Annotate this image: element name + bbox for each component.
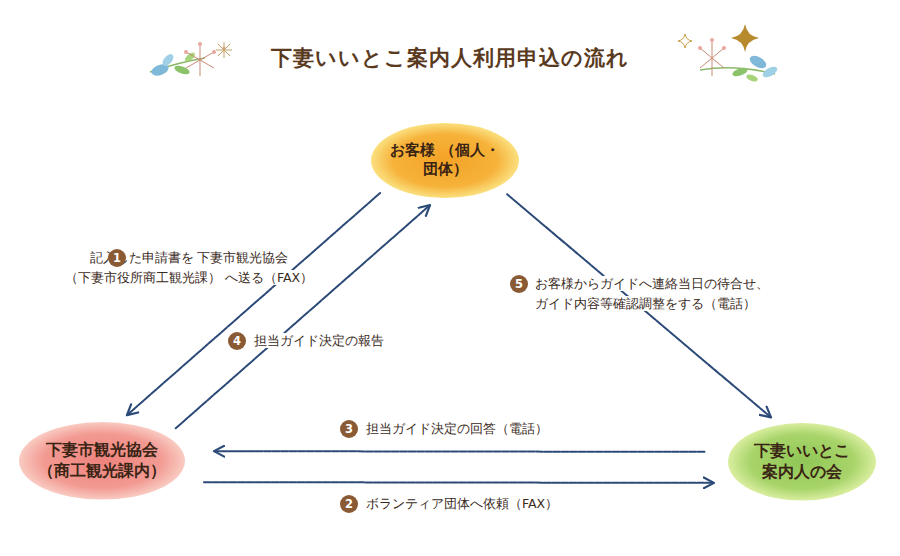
node-label: 下妻いいとこ 案内人の会 [750,441,854,483]
edge-label: お客様からガイドへ連絡当日の待合せ、 ガイド内容等確認調整をする（電話） [533,276,771,311]
edge-label-box: お客様からガイドへ連絡当日の待合せ、 ガイド内容等確認調整をする（電話） [533,274,785,314]
callout-number: 4 [228,332,246,350]
flow-arrow [176,205,430,428]
ellipse-fill [19,422,185,500]
ellipse-fill [728,423,876,501]
callout-number: 5 [510,275,528,293]
diagram-title: 下妻いいとこ案内人利用申込の流れ [0,44,900,72]
edge-label-box: ボランティア団体へ依頼（FAX） [364,494,644,514]
flow-arrow [507,194,770,417]
ellipse-node: お客様 （個人・団体） [371,123,519,198]
ellipse-node: 下妻いいとこ 案内人の会 [728,423,876,501]
callout-number: 3 [340,420,358,438]
callout-number: 1 [108,249,126,267]
edge-label: 担当ガイド決定の回答（電話） [364,421,550,436]
node-label: お客様 （個人・団体） [389,141,501,180]
edge-label-box: 担当ガイド決定の回答（電話） [364,419,644,439]
ellipse-node: 下妻市観光協会 （商工観光課内） [19,422,185,500]
edge-label: 記入した申請書を 下妻市観光協会（下妻市役所商工観光課） へ送る（FAX） [63,250,315,285]
flow-arrow [127,193,380,415]
node-label: 下妻市観光協会 （商工観光課内） [35,440,169,482]
edge-label-box: 担当ガイド決定の報告 [252,331,452,351]
right-sprig [678,24,779,83]
left-sprig [150,42,232,78]
edge-label-box: 記入した申請書を 下妻市観光協会（下妻市役所商工観光課） へ送る（FAX） [58,248,320,288]
flow-arrow [204,481,713,484]
flow-arrow [215,450,705,453]
edge-label: ボランティア団体へ依頼（FAX） [364,496,560,511]
edge-label: 担当ガイド決定の報告 [252,333,386,348]
callout-number: 2 [340,495,358,513]
ellipse-fill [371,123,519,198]
